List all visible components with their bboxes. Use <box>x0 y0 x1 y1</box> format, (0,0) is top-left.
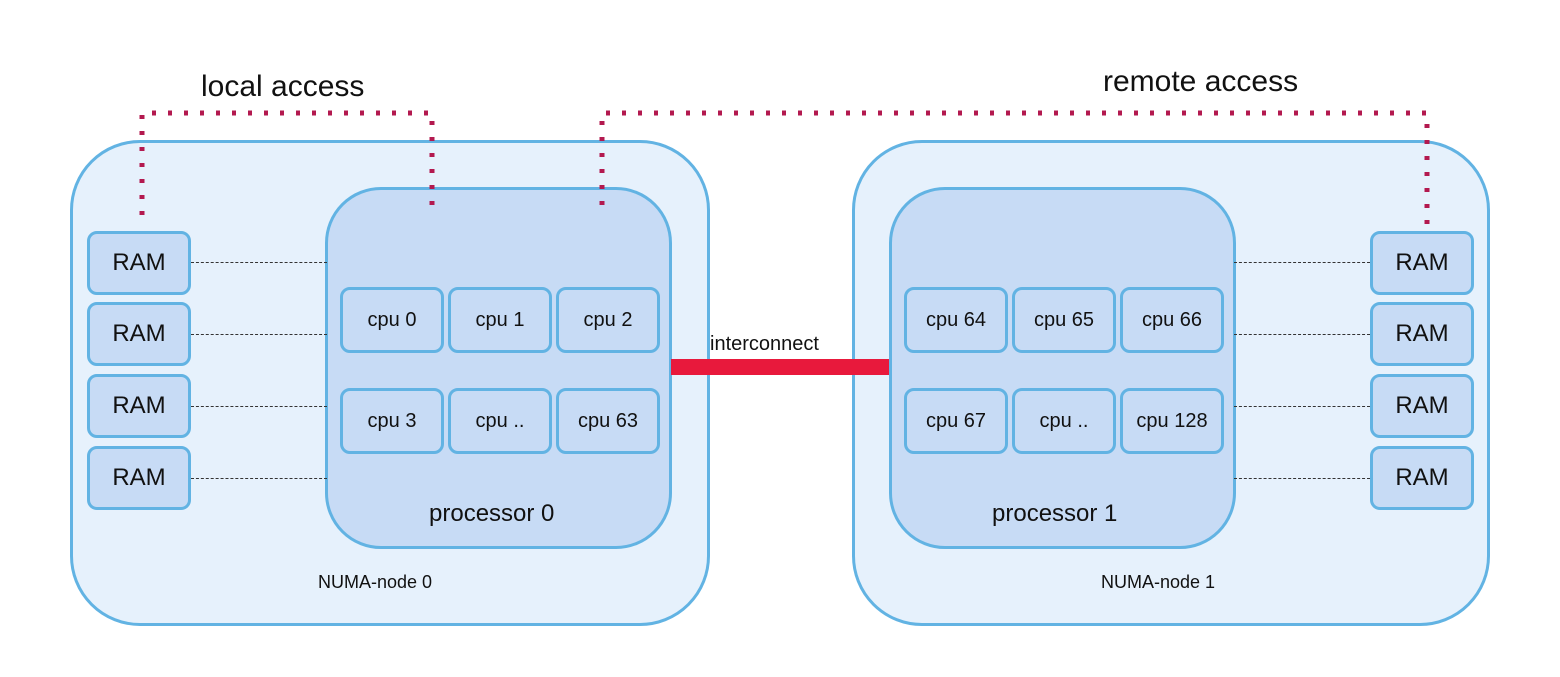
ram-module: RAM <box>87 302 191 366</box>
memory-bus-line <box>191 262 327 263</box>
cpu-label: cpu 63 <box>577 409 639 432</box>
cpu-label: cpu .. <box>475 409 525 432</box>
ram-label: RAM <box>112 392 166 419</box>
memory-bus-line <box>191 334 327 335</box>
processor-1 <box>889 187 1236 549</box>
cpu-label: cpu 2 <box>583 308 633 331</box>
local-access-path <box>139 110 435 215</box>
memory-bus-line <box>191 478 327 479</box>
cpu-core: cpu 64 <box>904 287 1008 353</box>
cpu-core: cpu 66 <box>1120 287 1224 353</box>
remote-access-path <box>599 110 1430 225</box>
processor-0-label: processor 0 <box>429 500 555 527</box>
ram-label: RAM <box>1395 320 1449 347</box>
ram-module: RAM <box>1370 302 1474 366</box>
cpu-core: cpu 0 <box>340 287 444 353</box>
cpu-label: cpu 64 <box>925 308 987 331</box>
ram-module: RAM <box>87 374 191 438</box>
memory-bus-line <box>1234 262 1370 263</box>
memory-bus-line <box>191 406 327 407</box>
cpu-label: cpu 3 <box>367 409 417 432</box>
interconnect-label: interconnect <box>710 333 819 355</box>
ram-module: RAM <box>1370 374 1474 438</box>
remote-access-title: remote access <box>1103 65 1299 98</box>
ram-module: RAM <box>87 231 191 295</box>
local-access-title: local access <box>201 70 365 103</box>
interconnect-bar <box>671 359 889 375</box>
numa-node-1-label: NUMA-node 1 <box>1101 572 1216 592</box>
memory-bus-line <box>1234 334 1370 335</box>
processor-0 <box>325 187 672 549</box>
memory-bus-line <box>1234 406 1370 407</box>
ram-label: RAM <box>112 464 166 491</box>
numa-node-0-label: NUMA-node 0 <box>318 572 433 592</box>
ram-module: RAM <box>1370 446 1474 510</box>
cpu-core: cpu 128 <box>1120 388 1224 454</box>
ram-label: RAM <box>1395 249 1449 276</box>
ram-module: RAM <box>1370 231 1474 295</box>
cpu-core: cpu .. <box>1012 388 1116 454</box>
cpu-core: cpu 67 <box>904 388 1008 454</box>
cpu-core: cpu 63 <box>556 388 660 454</box>
cpu-core: cpu 65 <box>1012 287 1116 353</box>
cpu-label: cpu 66 <box>1141 308 1203 331</box>
ram-label: RAM <box>112 249 166 276</box>
ram-module: RAM <box>87 446 191 510</box>
processor-1-label: processor 1 <box>992 500 1118 527</box>
cpu-label: cpu 65 <box>1033 308 1095 331</box>
cpu-core: cpu 2 <box>556 287 660 353</box>
cpu-label: cpu 67 <box>925 409 987 432</box>
cpu-core: cpu 3 <box>340 388 444 454</box>
cpu-label: cpu 1 <box>475 308 525 331</box>
ram-label: RAM <box>1395 464 1449 491</box>
cpu-core: cpu 1 <box>448 287 552 353</box>
memory-bus-line <box>1234 478 1370 479</box>
cpu-label: cpu .. <box>1039 409 1089 432</box>
cpu-label: cpu 0 <box>367 308 417 331</box>
ram-label: RAM <box>112 320 166 347</box>
ram-label: RAM <box>1395 392 1449 419</box>
cpu-label: cpu 128 <box>1136 409 1208 432</box>
cpu-core: cpu .. <box>448 388 552 454</box>
